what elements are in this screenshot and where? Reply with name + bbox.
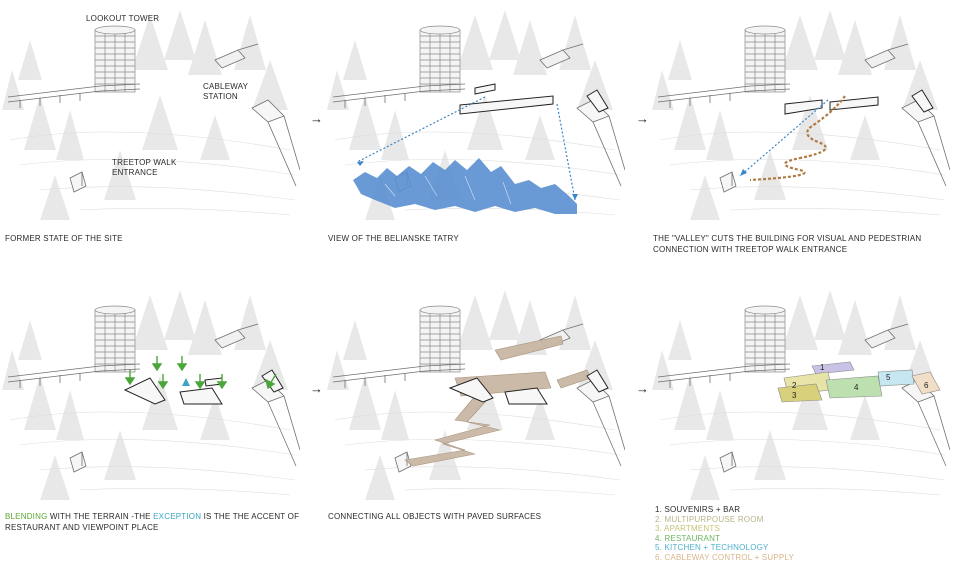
zone-souvenirs bbox=[811, 361, 855, 375]
zone-number-3: 3 bbox=[792, 391, 797, 400]
zone-restaurant bbox=[825, 375, 883, 399]
caption-valley-line2: CONNECTION WITH TREETOP WALK ENTRANCE bbox=[653, 245, 848, 254]
arrow-right-3: → bbox=[310, 381, 323, 396]
caption-view-tatry: VIEW OF THE BELIANSKE TATRY bbox=[328, 234, 459, 243]
label-cableway-station-line2: STATION bbox=[203, 92, 238, 101]
arrow-right-1: → bbox=[310, 111, 323, 126]
zone-cableway-control bbox=[911, 371, 941, 395]
belianske-tatry-mountains bbox=[353, 158, 577, 214]
label-cableway-station-line1: CABLEWAY bbox=[203, 82, 249, 91]
arrow-right-2: → bbox=[636, 111, 649, 126]
site-drawing-valley bbox=[651, 9, 950, 221]
panel-former-state: LOOKOUT TOWER CABLEWAY STATION TREETOP W… bbox=[0, 0, 300, 230]
zone-number-1: 1 bbox=[820, 363, 825, 372]
label-lookout-tower: LOOKOUT TOWER bbox=[86, 14, 160, 23]
legend-item-3: 3. APARTMENTS bbox=[655, 524, 720, 533]
panel-view-tatry bbox=[325, 0, 625, 230]
panel-program: 1 2 3 4 5 6 bbox=[650, 280, 950, 510]
caption-paved: CONNECTING ALL OBJECTS WITH PAVED SURFAC… bbox=[328, 512, 542, 521]
zone-apartments bbox=[777, 383, 823, 403]
caption-blending-line2: RESTAURANT AND VIEWPOINT PLACE bbox=[5, 523, 159, 532]
legend-item-5: 5. KITCHEN + TECHNOLOGY bbox=[655, 543, 769, 552]
zone-number-2: 2 bbox=[792, 381, 797, 390]
zone-number-4: 4 bbox=[854, 383, 859, 392]
caption-former-state: FORMER STATE OF THE SITE bbox=[5, 234, 123, 243]
caption-blending-word: BLENDING bbox=[5, 512, 48, 521]
legend-item-1: 1. SOUVENIRS + BAR bbox=[655, 505, 741, 514]
green-arrow-icons bbox=[124, 356, 277, 390]
caption-valley-line1: THE "VALLEY" CUTS THE BUILDING FOR VISUA… bbox=[653, 234, 922, 243]
site-drawing-program: 1 2 3 4 5 6 bbox=[651, 289, 950, 501]
zone-number-5: 5 bbox=[886, 373, 891, 382]
label-treetop-walk-line2: ENTRANCE bbox=[112, 168, 158, 177]
zone-number-6: 6 bbox=[924, 381, 929, 390]
legend-item-6: 6. CABLEWAY CONTROL + SUPPLY bbox=[655, 552, 795, 562]
panel-blending bbox=[0, 280, 300, 510]
zone-kitchen bbox=[877, 369, 915, 387]
exception-up-arrow-icon bbox=[182, 378, 190, 386]
caption-blending-text1: WITH THE TERRAIN -THE bbox=[47, 512, 154, 521]
site-drawing-former bbox=[1, 9, 300, 221]
site-drawing-blending bbox=[1, 289, 300, 501]
panel-valley-cut bbox=[650, 0, 950, 230]
caption-blending-text2: IS THE THE ACCENT OF bbox=[201, 512, 300, 521]
label-treetop-walk-line1: TREETOP WALK bbox=[112, 158, 177, 167]
site-drawing-paved bbox=[326, 289, 625, 501]
panel-paved bbox=[325, 280, 625, 510]
site-drawing-view bbox=[326, 9, 625, 221]
arrow-right-4: → bbox=[636, 381, 649, 396]
program-legend: 1. SOUVENIRS + BAR 2. MULTIPURPOUSE ROOM… bbox=[655, 505, 794, 562]
legend-item-4: 4. RESTAURANT bbox=[655, 533, 721, 543]
caption-blending-line1: BLENDING WITH THE TERRAIN -THE EXCEPTION… bbox=[5, 511, 299, 522]
legend-item-2: 2. MULTIPURPOUSE ROOM bbox=[655, 514, 764, 524]
caption-exception-word: EXCEPTION bbox=[153, 512, 202, 521]
